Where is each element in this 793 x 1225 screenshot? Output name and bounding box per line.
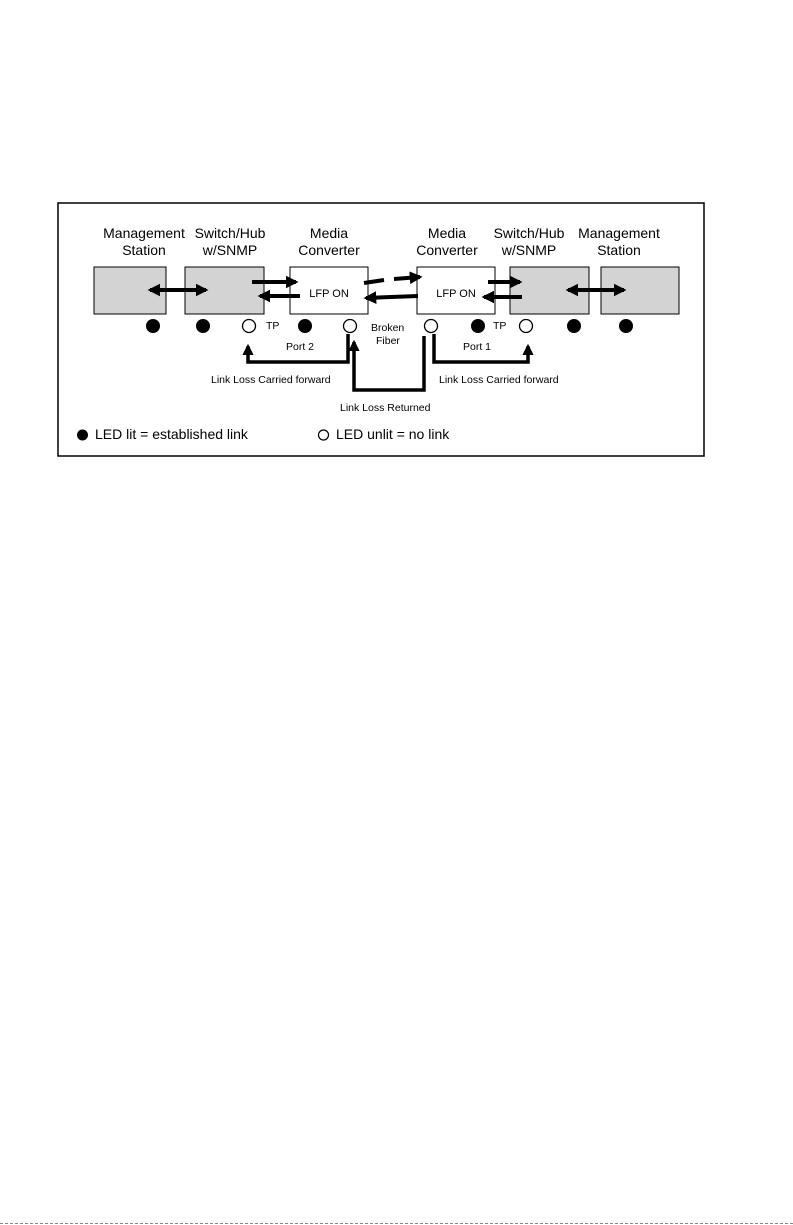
led-lit-indicator: [567, 319, 581, 333]
mgmt-station-right-line2: Station: [569, 242, 669, 259]
switch-hub-right-label: Switch/Hub w/SNMP: [479, 225, 579, 259]
fiber-return-arrow: [366, 296, 418, 298]
broken-fiber-forward-segment-2: [394, 277, 420, 279]
led-unlit-indicator: [425, 320, 438, 333]
media-converter-left-line1: Media: [279, 225, 379, 242]
broken-fiber-label-1: Broken: [371, 322, 404, 334]
mgmt-station-right-line1: Management: [569, 225, 669, 242]
media-converter-left-line2: Converter: [279, 242, 379, 259]
switch-hub-right-line2: w/SNMP: [479, 242, 579, 259]
legend-lit-led-icon: [76, 428, 90, 442]
switch-hub-left-line2: w/SNMP: [180, 242, 280, 259]
led-unlit-indicator: [520, 320, 533, 333]
mgmt-station-right-label: Management Station: [569, 225, 669, 259]
switch-hub-right-line1: Switch/Hub: [479, 225, 579, 242]
media-converter-left-label: Media Converter: [279, 225, 379, 259]
switch-hub-left-line1: Switch/Hub: [180, 225, 280, 242]
mgmt-station-left-line1: Management: [94, 225, 194, 242]
legend-lit-text: LED lit = established link: [95, 426, 248, 442]
lfp-status-right: LFP ON: [416, 288, 496, 300]
legend-unlit-text: LED unlit = no link: [336, 426, 449, 442]
led-lit-indicator: [146, 319, 160, 333]
lfp-status-left: LFP ON: [289, 288, 369, 300]
link-loss-returned-label: Link Loss Returned: [340, 402, 430, 414]
legend-unlit-led-icon: [317, 428, 331, 442]
port-1-label: Port 1: [463, 341, 491, 353]
tp-label-right: TP: [493, 320, 506, 332]
led-lit-indicator: [196, 319, 210, 333]
led-lit-indicator: [619, 319, 633, 333]
led-unlit-indicator: [243, 320, 256, 333]
mgmt-station-left-line2: Station: [94, 242, 194, 259]
link-loss-forward-left-label: Link Loss Carried forward: [211, 374, 331, 386]
mgmt-station-left-label: Management Station: [94, 225, 194, 259]
switch-hub-left-label: Switch/Hub w/SNMP: [180, 225, 280, 259]
link-loss-forward-right-label: Link Loss Carried forward: [439, 374, 559, 386]
led-lit-indicator: [471, 319, 485, 333]
broken-fiber-label-2: Fiber: [376, 335, 400, 347]
led-unlit-indicator: [344, 320, 357, 333]
page-bottom-rule: [0, 1223, 793, 1224]
port-2-label: Port 2: [286, 341, 314, 353]
tp-label-left: TP: [266, 320, 279, 332]
led-lit-indicator: [298, 319, 312, 333]
